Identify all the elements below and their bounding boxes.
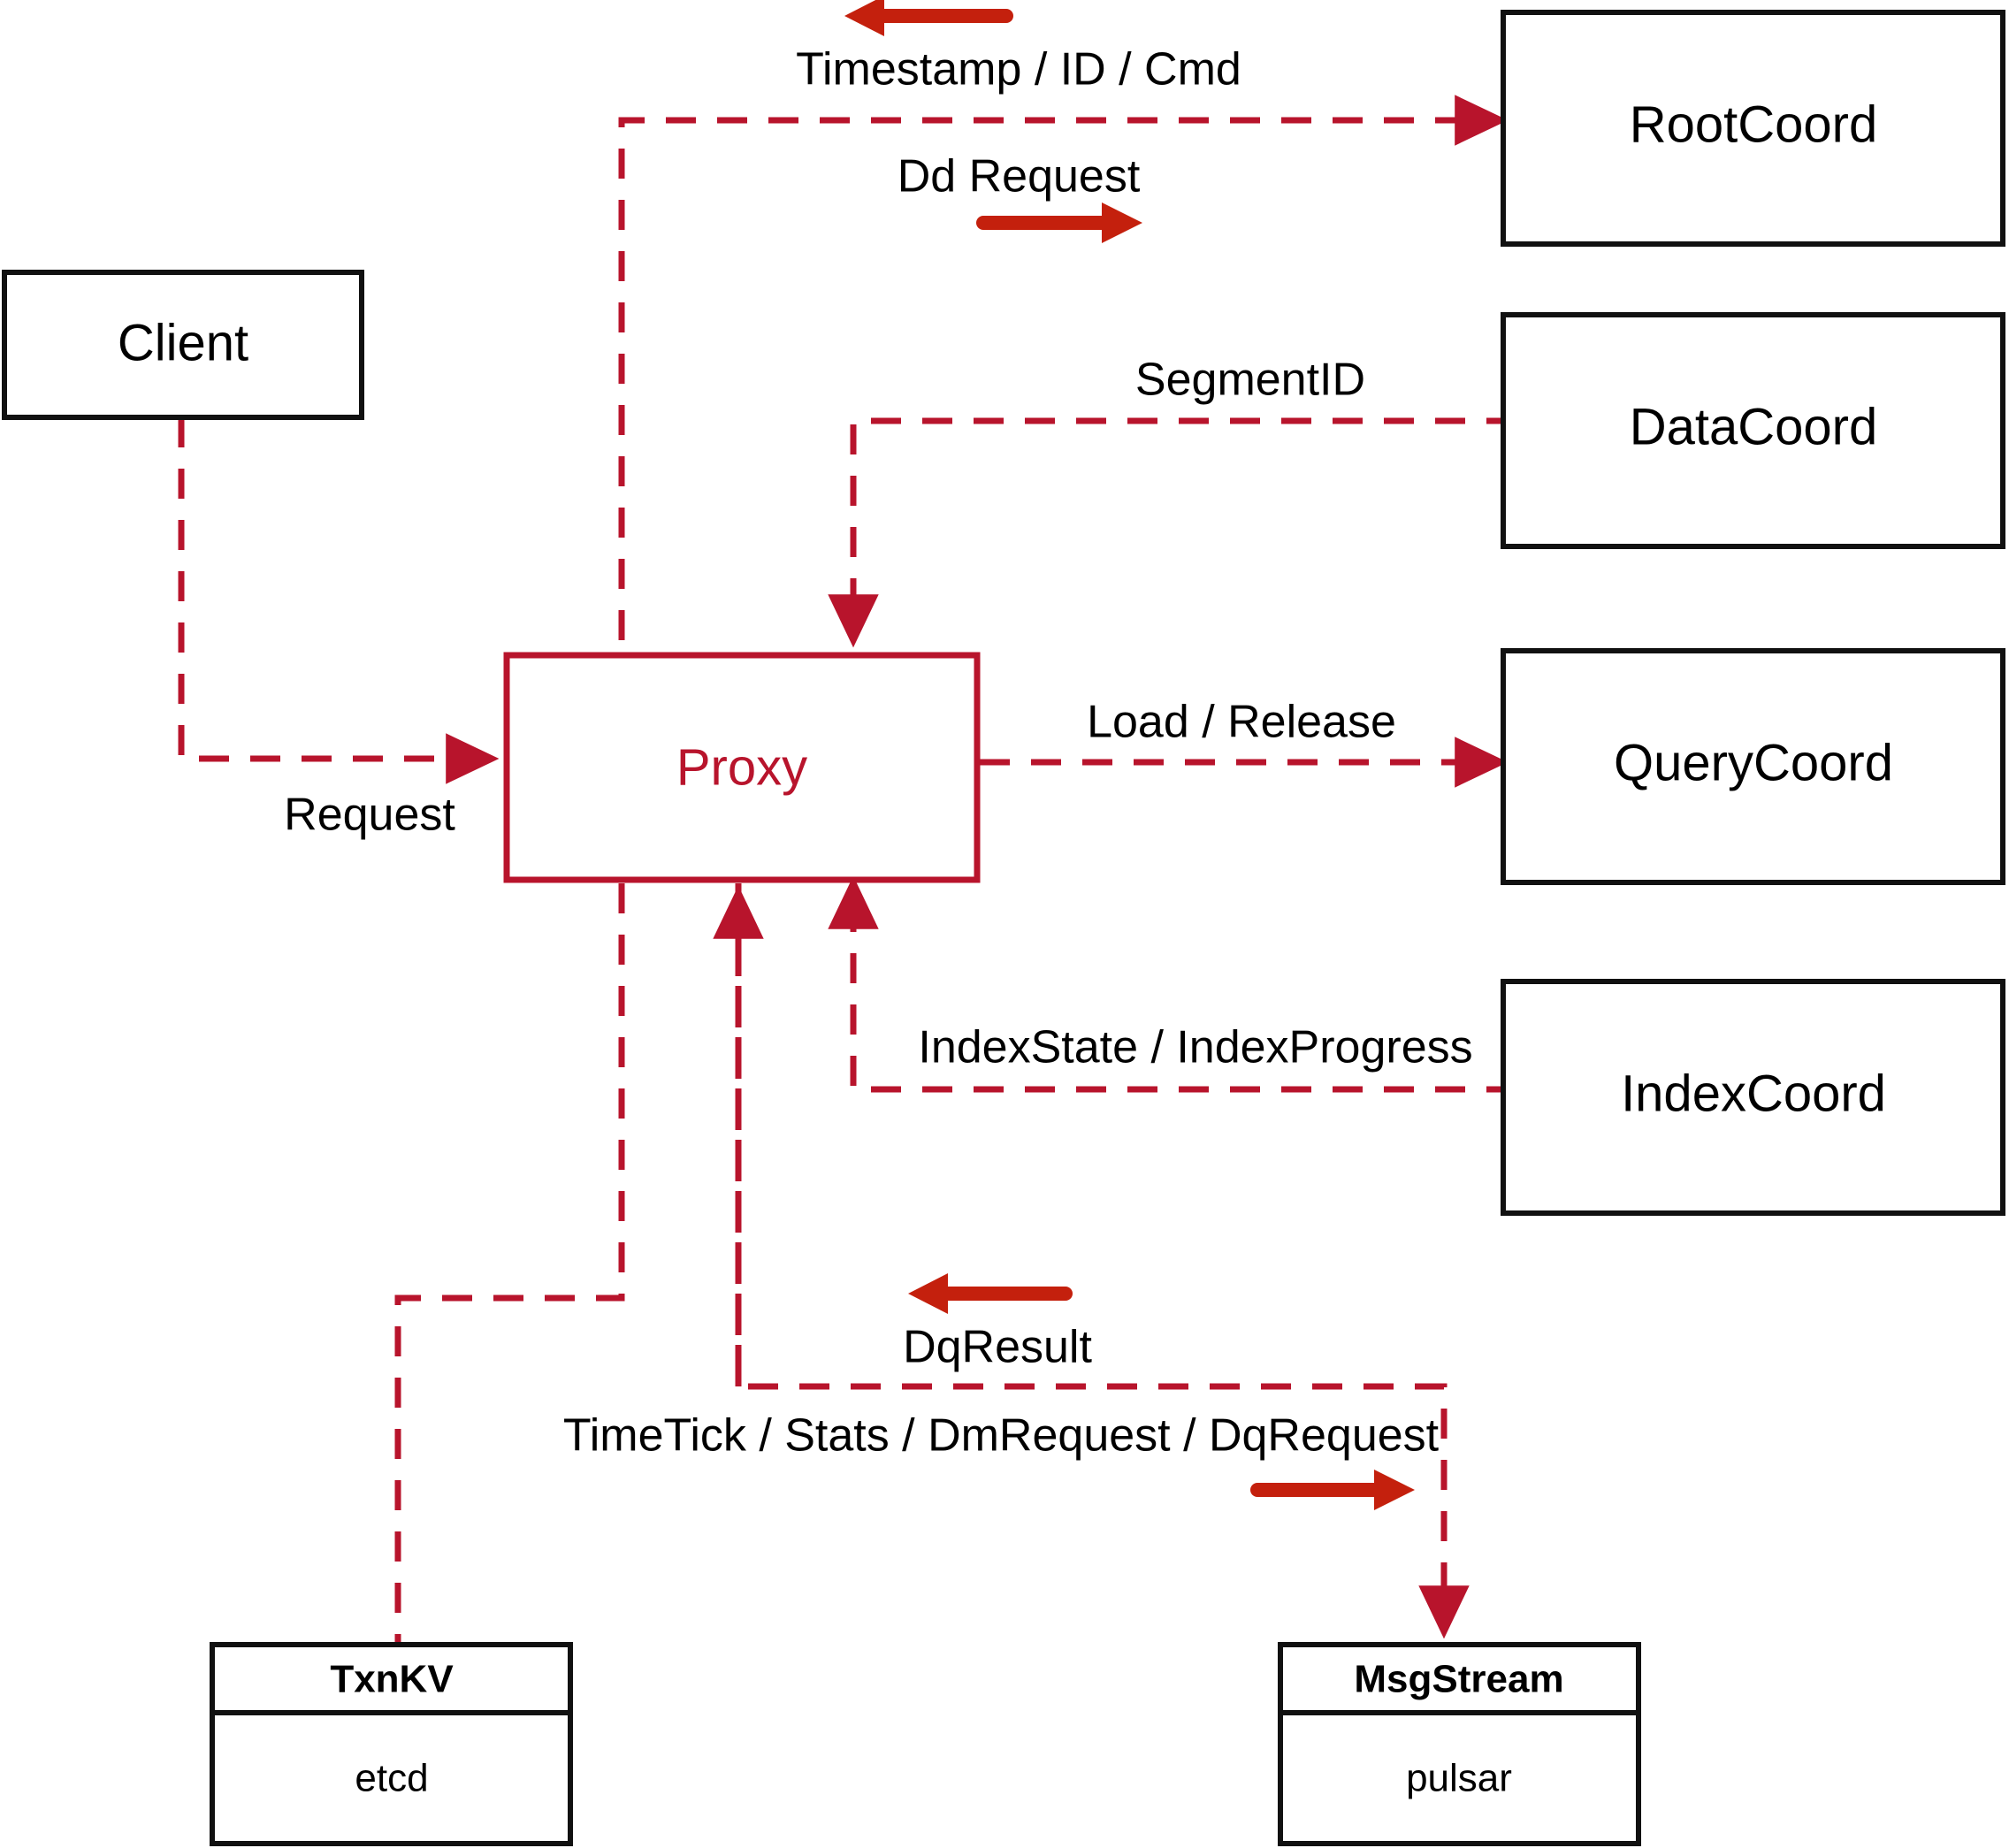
client-box[interactable] — [2, 270, 364, 420]
label-segment-id: SegmentID — [1135, 355, 1365, 406]
label-timetick-stats: TimeTick / Stats / DmRequest / DqRequest — [563, 1410, 1440, 1462]
indexcoord-label: IndexCoord — [1621, 1065, 1886, 1122]
node-msgstream[interactable]: MsgStream pulsar — [1278, 1642, 1641, 1846]
rootcoord-box[interactable] — [1501, 10, 2005, 247]
node-proxy[interactable]: Proxy — [503, 652, 981, 883]
label-index-state: IndexState / IndexProgress — [918, 1022, 1472, 1073]
node-txnkv[interactable]: TxnKV etcd — [210, 1642, 573, 1846]
edge-client-to-proxy — [178, 417, 500, 784]
solid-arrow-timestamp — [844, 0, 1013, 36]
edge-datacoord-to-proxy — [828, 417, 1516, 648]
node-querycoord[interactable]: QueryCoord — [1501, 648, 2005, 885]
label-timestamp-id-cmd: Timestamp / ID / Cmd — [796, 44, 1241, 95]
querycoord-box[interactable] — [1501, 648, 2005, 885]
solid-arrow-dq-request — [1250, 1470, 1415, 1510]
label-dq-result: DqResult — [903, 1322, 1092, 1373]
label-load-release: Load / Release — [1087, 697, 1396, 748]
label-request: Request — [284, 790, 455, 841]
querycoord-label: QueryCoord — [1614, 734, 1893, 791]
proxy-box[interactable] — [503, 652, 981, 883]
msgstream-impl: pulsar — [1406, 1757, 1512, 1800]
msgstream-box[interactable] — [1278, 1642, 1641, 1846]
solid-arrow-dd-request — [976, 202, 1142, 243]
proxy-label: Proxy — [676, 738, 807, 796]
solid-arrow-dq-result — [908, 1273, 1073, 1314]
client-label: Client — [118, 314, 248, 371]
datacoord-label: DataCoord — [1630, 398, 1877, 455]
label-dd-request: Dd Request — [898, 151, 1141, 202]
txnkv-impl: etcd — [355, 1757, 428, 1800]
node-client[interactable]: Client — [2, 270, 364, 420]
msgstream-title: MsgStream — [1354, 1658, 1563, 1701]
edge-proxy-to-msgstream — [735, 883, 1470, 1639]
datacoord-box[interactable] — [1501, 312, 2005, 549]
node-datacoord[interactable]: DataCoord — [1501, 312, 2005, 549]
node-indexcoord[interactable]: IndexCoord — [1501, 979, 2005, 1216]
edge-proxy-to-rootcoord — [618, 95, 1509, 640]
edge-indexcoord-to-proxy — [828, 875, 1516, 1093]
node-rootcoord[interactable]: RootCoord — [1501, 10, 2005, 247]
edge-proxy-to-txnkv — [394, 883, 625, 1647]
indexcoord-box[interactable] — [1501, 979, 2005, 1216]
txnkv-box[interactable] — [210, 1642, 573, 1846]
rootcoord-label: RootCoord — [1630, 95, 1877, 153]
txnkv-title: TxnKV — [330, 1658, 454, 1701]
